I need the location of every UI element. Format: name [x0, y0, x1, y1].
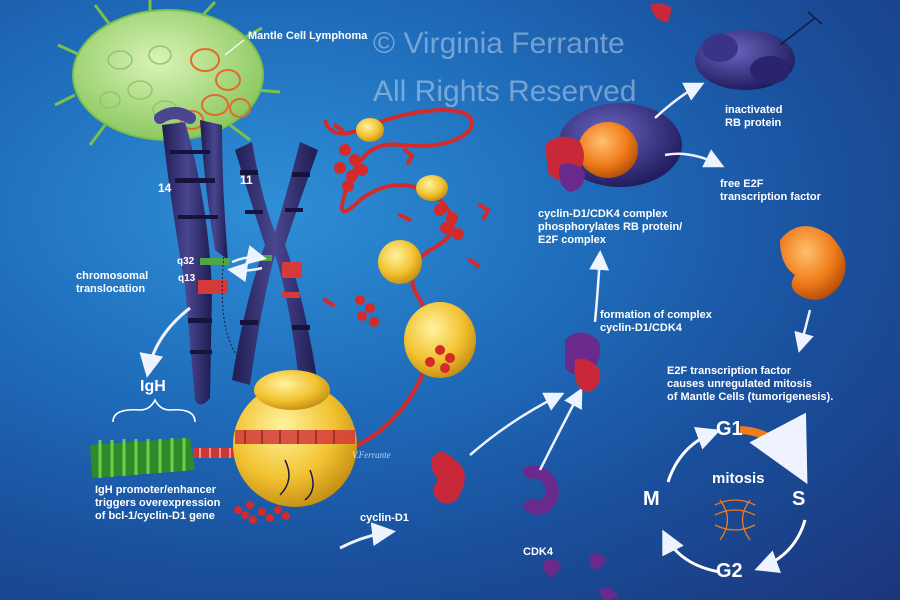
chromosome-14-illustration: [154, 107, 230, 405]
arrow-to-igh: [139, 306, 191, 378]
arrows-from-complex: [654, 82, 725, 168]
rb-e2f-complex: [545, 103, 682, 192]
label-e2f-2: causes unregulated mitosis: [667, 378, 812, 390]
free-e2f-protein: [780, 226, 846, 300]
label-e2f-1: E2F transcription factor: [667, 365, 792, 377]
label-complex-3: E2F complex: [538, 234, 606, 246]
label-mantle-cell: Mantle Cell Lymphoma: [248, 30, 368, 42]
chromosome-11-illustration: [221, 142, 318, 390]
cyclin-fragment-top: [650, 3, 672, 22]
cdk4-protein: [520, 465, 618, 600]
label-q32: q32: [177, 256, 195, 267]
label-cdk4: CDK4: [523, 546, 553, 558]
cell-cycle-diagram: [662, 412, 808, 574]
ribosome-small-3: [378, 240, 422, 284]
label-free-e2f-2: transcription factor: [720, 191, 821, 203]
ribosome-small-1: [356, 118, 384, 142]
label-promoter-2: triggers overexpression: [95, 497, 221, 509]
label-inactivated-1: inactivated: [725, 104, 783, 116]
cycle-s-label: S: [792, 488, 806, 510]
arrow-to-mitosis: [794, 309, 814, 353]
arrow-to-cyclin: [339, 522, 396, 550]
arrows-to-complex: [469, 387, 583, 471]
cyclin-cdk4-complex: [565, 332, 601, 392]
igh-bracket: [112, 398, 196, 423]
label-complex-2: phosphorylates RB protein/: [538, 221, 683, 233]
cycle-g1-label: G1: [716, 418, 743, 440]
ribosome-small-4: [404, 302, 476, 378]
label-formation-1: formation of complex: [600, 309, 712, 321]
cycle-g2-label: G2: [716, 560, 743, 582]
label-translocation-1: chromosomal: [76, 270, 149, 282]
label-inactivated-2: RB protein: [725, 117, 782, 129]
label-promoter-3: of bcl-1/cyclin-D1 gene: [95, 510, 215, 522]
free-peptide-fragments: [323, 123, 491, 307]
ribosome-small-2: [416, 175, 448, 201]
dna-coil-illustration: [90, 438, 248, 478]
label-chromosome-14: 14: [158, 181, 172, 195]
cycle-m-label: M: [643, 488, 660, 510]
inactivated-rb-protein: [695, 11, 823, 90]
cycle-center-label: mitosis: [712, 470, 765, 487]
label-igh: IgH: [140, 378, 166, 395]
watermark-line-2: All Rights Reserved: [373, 75, 637, 108]
cyclin-d1-protein: [431, 451, 465, 504]
label-e2f-3: of Mantle Cells (tumorigenesis).: [667, 391, 834, 403]
label-free-e2f-1: free E2F: [720, 178, 764, 190]
label-q13: q13: [178, 273, 196, 284]
label-translocation-2: translocation: [76, 283, 146, 295]
label-complex-1: cyclin-D1/CDK4 complex: [538, 208, 668, 220]
mantle-cell-illustration: [54, 0, 281, 146]
label-formation-2: cyclin-D1/CDK4: [600, 322, 682, 334]
protein-clusters: [334, 144, 464, 373]
translocation-arrows: [227, 245, 267, 283]
artist-signature: V.Ferrante: [352, 450, 391, 460]
arrow-to-phosphorylation: [589, 250, 610, 323]
ribosome-large: [233, 370, 357, 507]
watermark-line-1: © Virginia Ferrante: [373, 27, 625, 60]
label-promoter-1: IgH promoter/enhancer: [95, 484, 217, 496]
label-cyclin-d1: cyclin-D1: [360, 512, 409, 524]
label-chromosome-11: 11: [240, 173, 253, 187]
peptide-chain: [234, 501, 290, 524]
